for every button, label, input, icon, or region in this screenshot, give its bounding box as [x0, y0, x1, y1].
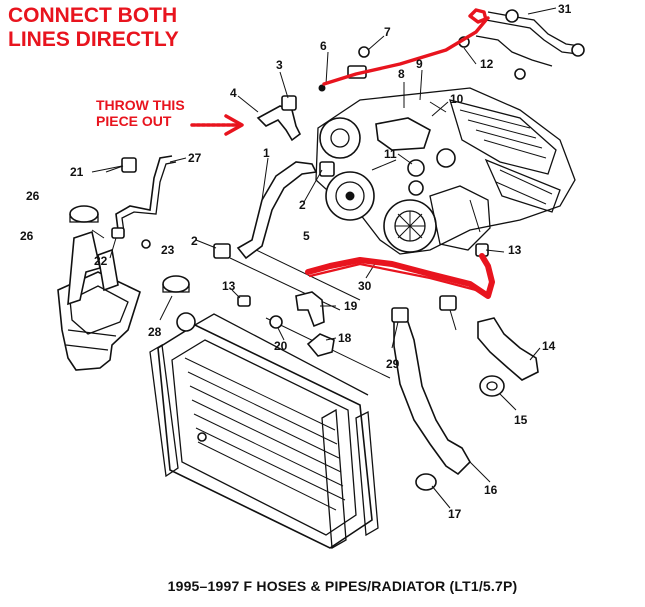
callout-6: 6 — [320, 39, 327, 53]
connect-lines-note-line2: LINES DIRECTLY — [8, 27, 179, 51]
callout-3: 3 — [276, 58, 283, 72]
callout-17: 17 — [448, 507, 462, 521]
callout-14: 14 — [542, 339, 556, 353]
throw-piece-note-line2: PIECE OUT — [96, 112, 172, 129]
red-markup — [190, 8, 495, 299]
callout-5: 5 — [303, 229, 310, 243]
callout-7: 7 — [384, 25, 391, 39]
lower-radiator-hose — [391, 307, 471, 491]
callout-19: 19 — [344, 299, 358, 313]
callout-10: 10 — [450, 92, 464, 106]
callout-15: 15 — [514, 413, 528, 427]
coolant-reservoir — [57, 205, 141, 371]
callout-12: 12 — [480, 57, 494, 71]
callout-27: 27 — [188, 151, 202, 165]
radiator-cap — [159, 275, 190, 321]
connect-lines-note: CONNECT BOTH LINES DIRECTLY — [8, 4, 179, 51]
diagram-caption: 1995–1997 F HOSES & PIPES/RADIATOR (LT1/… — [167, 578, 518, 594]
callout-8: 8 — [398, 67, 405, 81]
throw-piece-note-line1: THROW THIS — [96, 97, 185, 113]
callout-numbers: 1 2 2 3 4 5 6 7 8 9 10 11 12 13 13 14 15… — [20, 2, 572, 521]
callout-4: 4 — [230, 86, 237, 100]
callout-13b: 13 — [222, 279, 236, 293]
radiator — [149, 247, 391, 550]
callout-22: 22 — [94, 254, 108, 268]
callout-18: 18 — [338, 331, 352, 345]
callout-2b: 2 — [191, 234, 198, 248]
callout-20: 20 — [274, 339, 288, 353]
callout-28: 28 — [148, 325, 162, 339]
callout-13: 13 — [508, 243, 522, 257]
connect-lines-note-line1: CONNECT BOTH — [8, 4, 178, 27]
callout-31: 31 — [558, 2, 572, 16]
callout-16: 16 — [484, 483, 498, 497]
heater-return-hose — [439, 295, 539, 397]
callout-9: 9 — [416, 57, 423, 71]
callout-2: 2 — [299, 198, 306, 212]
heater-lines — [318, 9, 585, 92]
callout-1: 1 — [263, 146, 270, 160]
callout-23: 23 — [161, 243, 175, 257]
callout-30: 30 — [358, 279, 372, 293]
throw-piece-note: THROW THIS PIECE OUT — [96, 97, 185, 129]
callout-26b: 26 — [20, 229, 34, 243]
overflow-hose — [91, 155, 177, 259]
callout-21: 21 — [70, 165, 84, 179]
engine-assembly — [315, 87, 576, 255]
leader-lines — [91, 7, 557, 509]
callout-29: 29 — [386, 357, 400, 371]
callout-11: 11 — [384, 147, 397, 161]
callout-26: 26 — [26, 189, 40, 203]
